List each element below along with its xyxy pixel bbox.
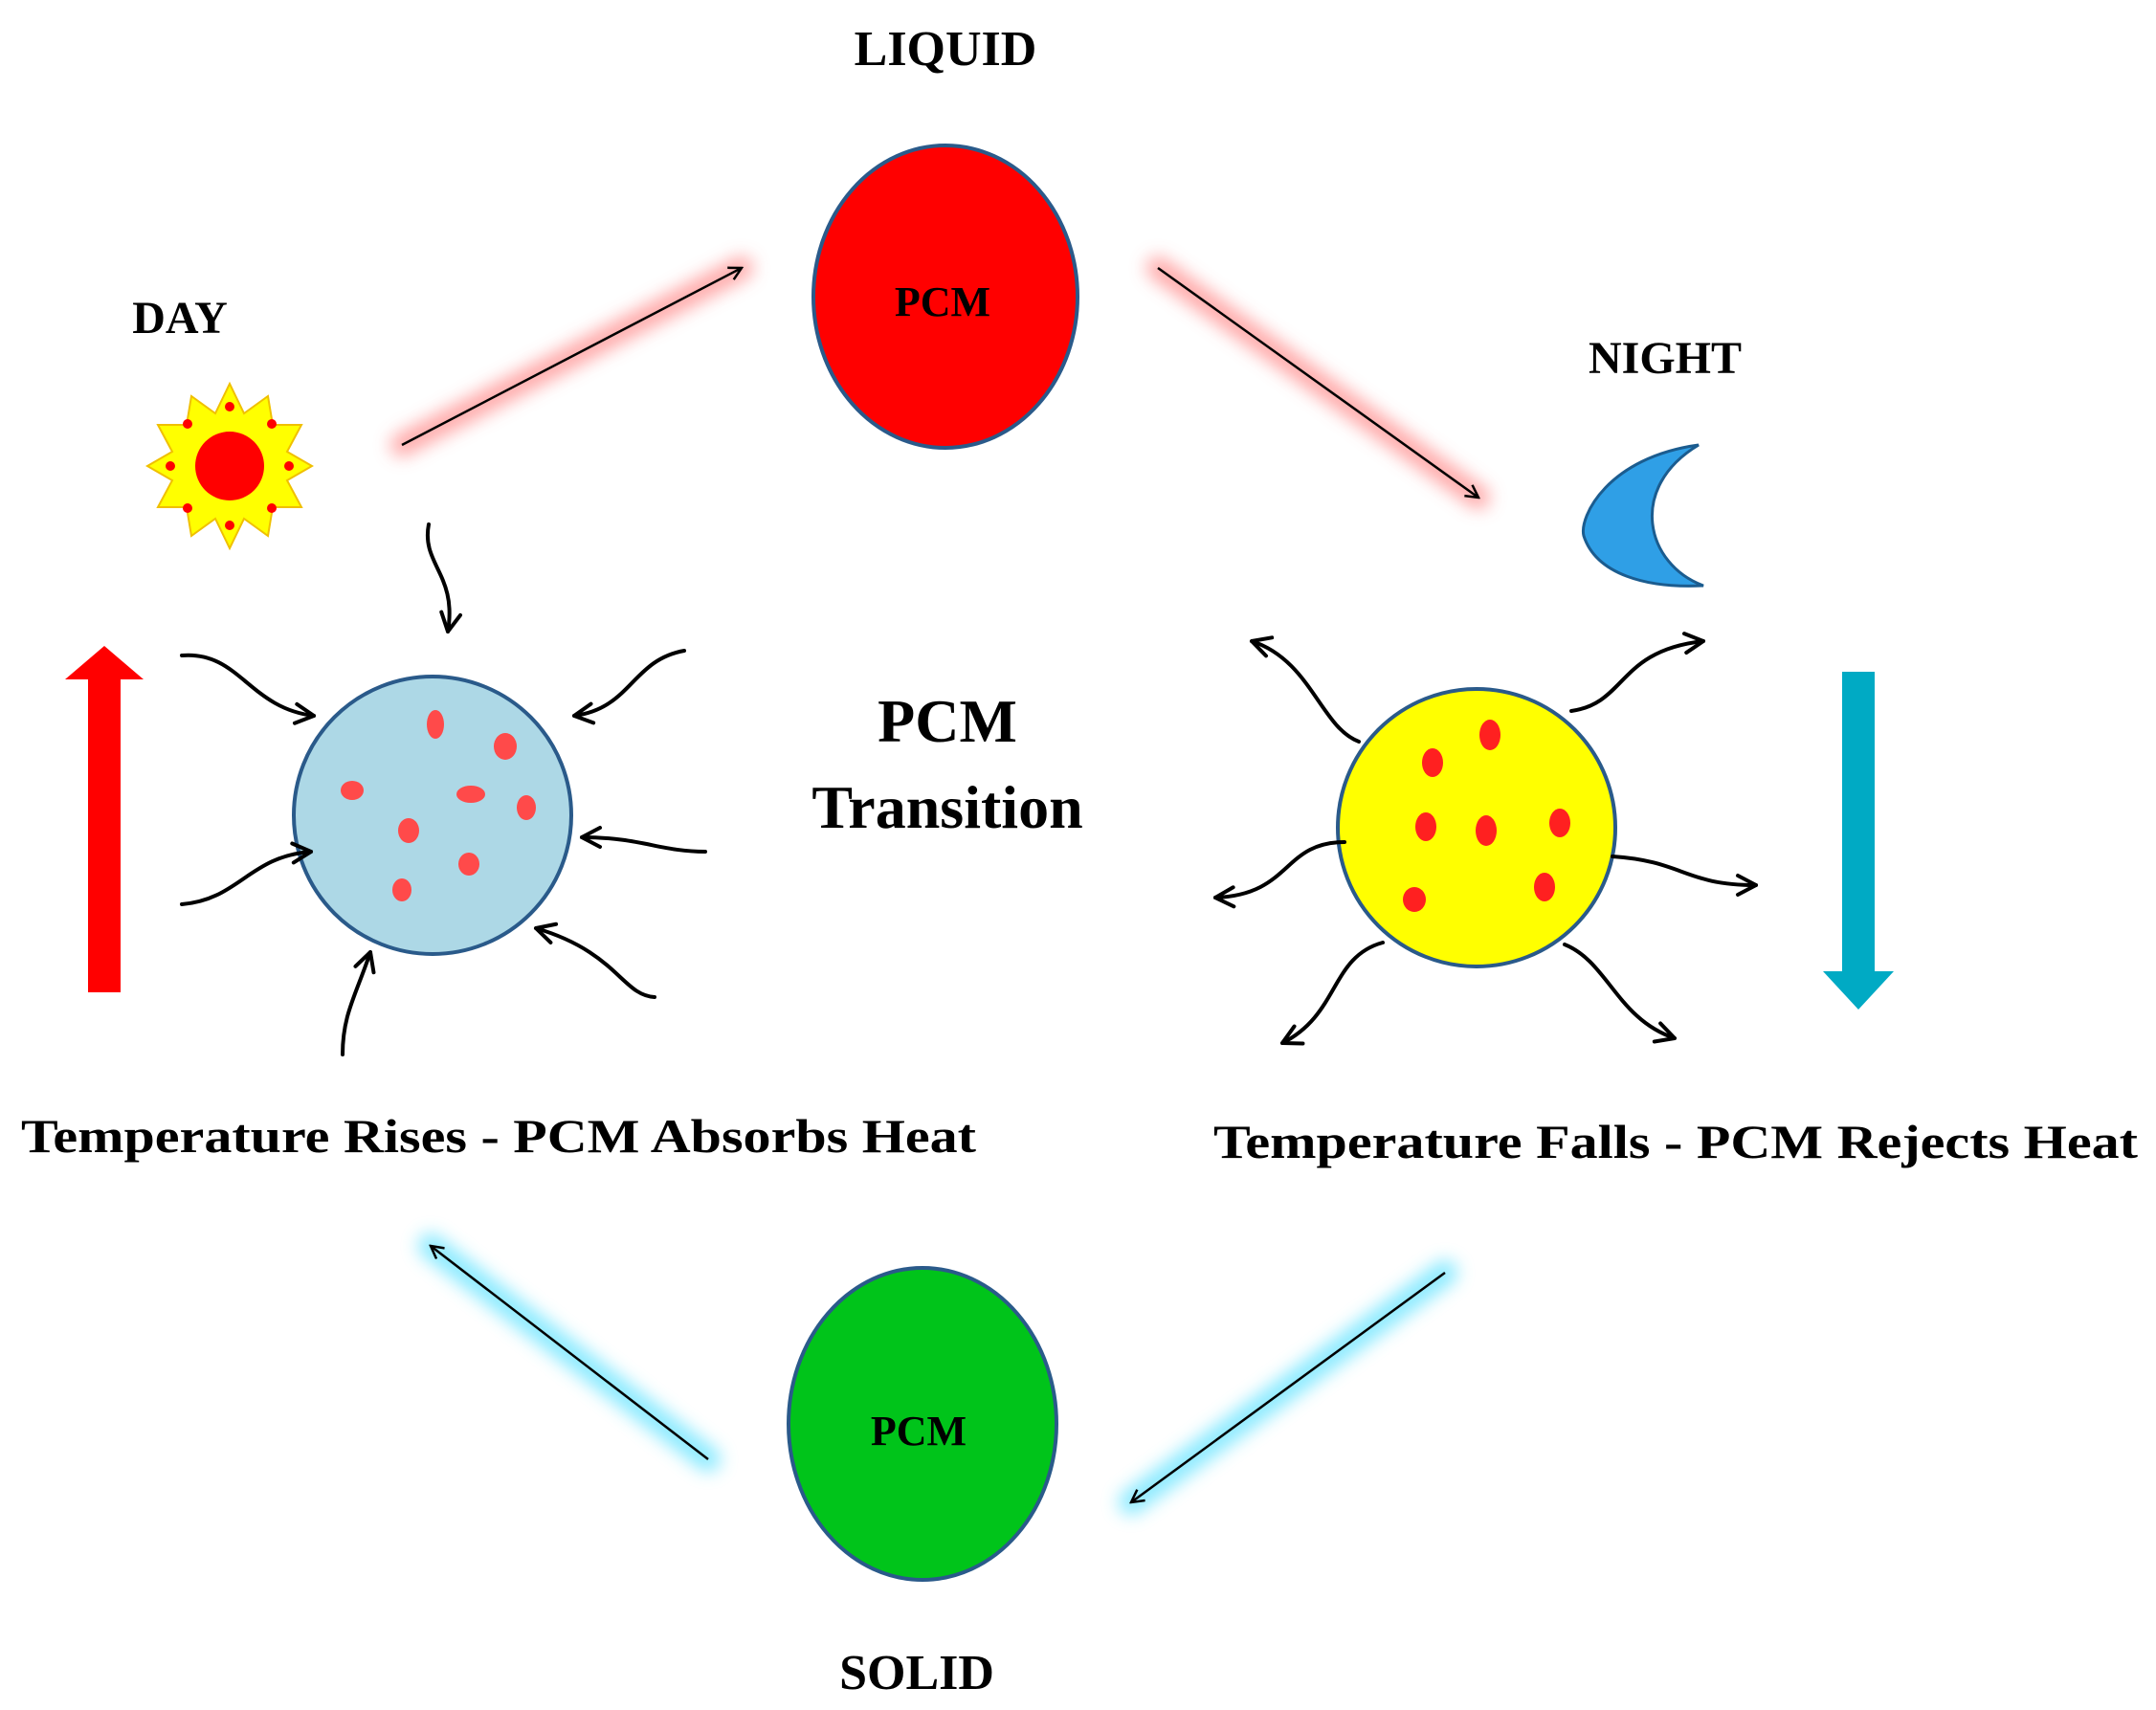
center-title-line1: PCM	[878, 687, 1017, 755]
right-caption: Temperature Falls - PCM Rejects Heat	[1213, 1115, 2138, 1168]
up-arrow-icon	[65, 646, 144, 992]
day-label: DAY	[132, 293, 228, 344]
solid-pcm-blob	[787, 1266, 1058, 1582]
solid-label: SOLID	[839, 1646, 994, 1700]
heat-out-arrows	[1213, 632, 1758, 1046]
liquid-label: LIQUID	[855, 22, 1037, 77]
down-arrow-icon	[1823, 672, 1894, 1010]
left-caption: Temperature Rises - PCM Absorbs Heat	[21, 1109, 976, 1163]
center-title-line2: Transition	[811, 773, 1082, 841]
sun-icon	[144, 381, 315, 551]
pcm-solid-text: PCM	[871, 1408, 967, 1455]
arrow-night-to-solid	[1119, 1260, 1457, 1515]
absorbing-pcm-particle	[292, 675, 573, 956]
pcm-liquid-text: PCM	[895, 278, 990, 325]
arrow-liquid-to-night	[1146, 256, 1490, 509]
rejecting-pcm-particle	[1336, 687, 1617, 968]
arrow-day-to-liquid	[390, 256, 753, 456]
night-label: NIGHT	[1589, 333, 1742, 384]
heat-in-arrows	[180, 522, 707, 1056]
crescent-moon-icon	[1581, 443, 1704, 588]
liquid-pcm-blob	[811, 144, 1079, 450]
arrow-solid-to-day	[418, 1233, 721, 1472]
